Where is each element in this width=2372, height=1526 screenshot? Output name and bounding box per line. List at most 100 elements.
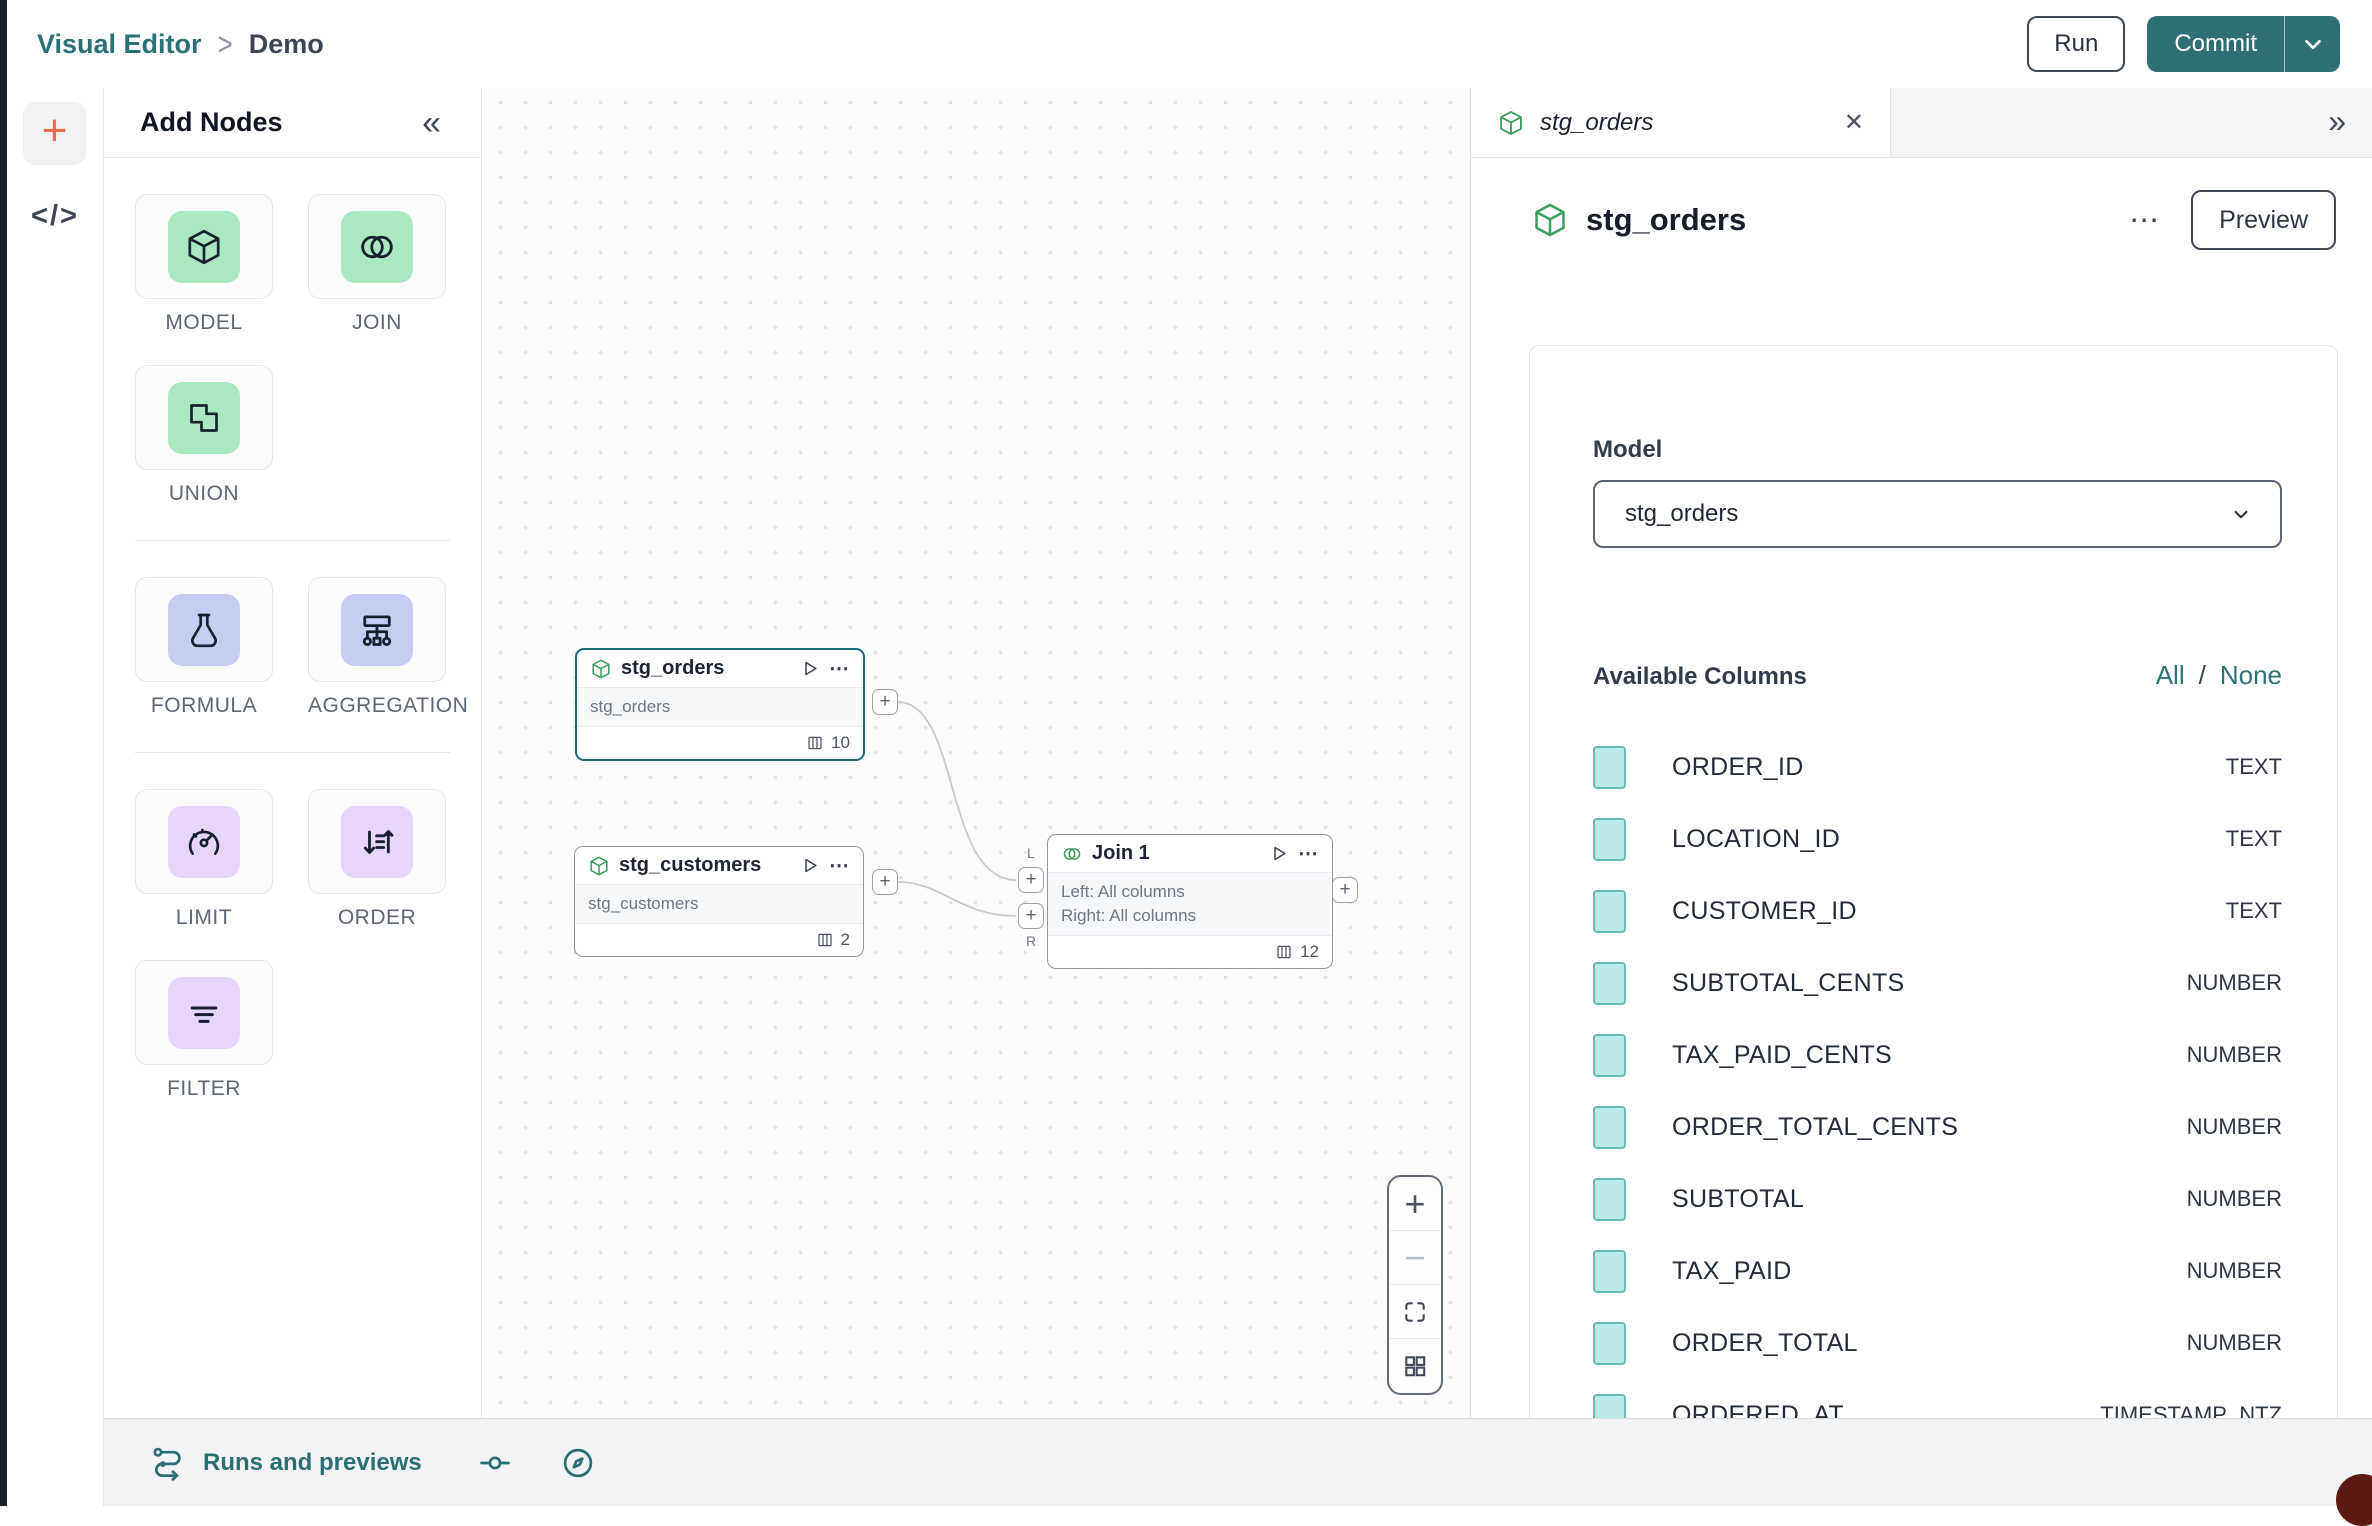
column-checkbox[interactable] <box>1593 818 1626 861</box>
canvas-node-stg-customers[interactable]: stg_customers ⋯ stg_customers 2 <box>574 846 864 957</box>
column-checkbox[interactable] <box>1593 1106 1626 1149</box>
breadcrumb: Visual Editor > Demo <box>37 29 324 60</box>
compass-icon[interactable] <box>560 1445 596 1481</box>
commit-dropdown-button[interactable] <box>2284 16 2340 72</box>
canvas-node-join-1[interactable]: Join 1 ⋯ Left: All columns Right: All co… <box>1047 834 1333 969</box>
runs-and-previews-label[interactable]: Runs and previews <box>203 1449 422 1477</box>
column-type: NUMBER <box>2187 1114 2282 1140</box>
commit-button[interactable]: Commit <box>2147 16 2284 72</box>
code-view-icon[interactable]: </> <box>7 200 103 233</box>
output-port-stg-customers[interactable]: + <box>872 869 898 895</box>
flow-canvas[interactable]: stg_orders ⋯ stg_orders 10 stg_customers… <box>482 88 1470 1418</box>
join-circles-icon <box>1061 843 1083 865</box>
join-right-port-label: R <box>1026 933 1036 949</box>
join-right-config: Right: All columns <box>1061 904 1319 928</box>
breadcrumb-page-title: Demo <box>249 29 324 60</box>
node-group-sources: MODEL JOIN UNION <box>104 158 481 540</box>
close-icon[interactable]: ✕ <box>1844 108 1864 137</box>
columns-icon <box>1275 943 1293 961</box>
commit-split-button: Commit <box>2147 16 2340 72</box>
runs-route-icon[interactable] <box>150 1445 186 1481</box>
column-checkbox[interactable] <box>1593 1034 1626 1077</box>
hierarchy-icon <box>341 594 413 666</box>
zoom-out-button[interactable]: − <box>1389 1231 1441 1285</box>
node-type-label: UNION <box>135 482 273 506</box>
tab-title: stg_orders <box>1540 109 1653 137</box>
chat-bubble[interactable] <box>2336 1474 2372 1526</box>
expand-panel-icon[interactable]: » <box>2328 103 2346 140</box>
zoom-in-button[interactable]: + <box>1389 1177 1441 1231</box>
git-commit-icon[interactable] <box>478 1446 512 1480</box>
node-menu-icon[interactable]: ⋯ <box>829 856 850 876</box>
fit-view-button[interactable] <box>1389 1285 1441 1339</box>
column-row: TAX_PAID_CENTS NUMBER <box>1593 1019 2282 1091</box>
breadcrumb-visual-editor[interactable]: Visual Editor <box>37 29 202 60</box>
column-type: NUMBER <box>2187 1330 2282 1356</box>
column-checkbox[interactable] <box>1593 1394 1626 1419</box>
output-port-join[interactable]: + <box>1332 877 1358 903</box>
node-type-model[interactable] <box>135 194 273 299</box>
column-name: SUBTOTAL_CENTS <box>1672 969 1905 998</box>
inspector-panel: stg_orders ✕ » stg_orders ⋯ Preview Mode… <box>1470 88 2372 1418</box>
node-type-union[interactable] <box>135 365 273 470</box>
play-icon[interactable] <box>799 658 820 679</box>
node-type-label: AGGREGATION <box>308 694 446 718</box>
column-name: TAX_PAID_CENTS <box>1672 1041 1892 1070</box>
column-row: ORDER_TOTAL NUMBER <box>1593 1307 2282 1379</box>
select-all-link[interactable]: All <box>2156 660 2185 691</box>
play-icon[interactable] <box>799 855 820 876</box>
node-type-aggregation[interactable] <box>308 577 446 682</box>
column-checkbox[interactable] <box>1593 1178 1626 1221</box>
collapse-panel-icon[interactable]: « <box>422 106 441 140</box>
node-type-formula[interactable] <box>135 577 273 682</box>
column-checkbox[interactable] <box>1593 1250 1626 1293</box>
canvas-node-stg-orders[interactable]: stg_orders ⋯ stg_orders 10 <box>575 648 865 761</box>
select-none-link[interactable]: None <box>2220 660 2282 691</box>
node-type-label: JOIN <box>308 311 446 335</box>
grid-layout-button[interactable] <box>1389 1339 1441 1393</box>
column-row: ORDERED_AT TIMESTAMP_NTZ <box>1593 1379 2282 1418</box>
node-type-label: FILTER <box>135 1077 273 1101</box>
node-type-join[interactable] <box>308 194 446 299</box>
node-menu-icon[interactable]: ⋯ <box>1298 844 1319 864</box>
preview-button[interactable]: Preview <box>2191 190 2336 250</box>
tab-stg-orders[interactable]: stg_orders ✕ <box>1471 88 1891 157</box>
column-checkbox[interactable] <box>1593 962 1626 1005</box>
add-node-rail-button[interactable]: + <box>23 102 86 165</box>
join-right-input-port[interactable]: + <box>1018 903 1044 929</box>
node-type-filter[interactable] <box>135 960 273 1065</box>
join-left-input-port[interactable]: + <box>1018 867 1044 893</box>
node-menu-icon[interactable]: ⋯ <box>829 659 850 679</box>
cube-icon <box>1531 201 1569 239</box>
column-row: LOCATION_ID TEXT <box>1593 803 2282 875</box>
run-button[interactable]: Run <box>2027 16 2125 72</box>
model-select[interactable]: stg_orders <box>1593 480 2282 548</box>
column-checkbox[interactable] <box>1593 890 1626 933</box>
node-title: stg_orders <box>621 657 790 680</box>
cube-icon <box>590 658 612 680</box>
breadcrumb-separator: > <box>218 25 233 64</box>
inspector-tabstrip: stg_orders ✕ » <box>1471 88 2372 158</box>
column-checkbox[interactable] <box>1593 746 1626 789</box>
bottom-status-bar: Runs and previews <box>104 1418 2372 1506</box>
node-subtitle: stg_customers <box>588 892 850 916</box>
output-port-stg-orders[interactable]: + <box>872 689 898 715</box>
top-header: Visual Editor > Demo Run Commit <box>7 0 2372 88</box>
node-type-label: ORDER <box>308 906 446 930</box>
column-checkbox[interactable] <box>1593 1322 1626 1365</box>
model-field-label: Model <box>1593 436 2282 464</box>
node-subtitle: stg_orders <box>590 695 850 719</box>
gauge-icon <box>168 806 240 878</box>
node-type-label: LIMIT <box>135 906 273 930</box>
column-type: NUMBER <box>2187 970 2282 996</box>
columns-icon <box>816 931 834 949</box>
available-columns-title: Available Columns <box>1593 663 1807 691</box>
node-config-card: Model stg_orders Available Columns All /… <box>1529 345 2338 1418</box>
node-type-limit[interactable] <box>135 789 273 894</box>
column-type: TIMESTAMP_NTZ <box>2100 1402 2282 1418</box>
node-type-order[interactable] <box>308 789 446 894</box>
play-icon[interactable] <box>1268 843 1289 864</box>
more-options-icon[interactable]: ⋯ <box>2129 203 2161 238</box>
column-type: NUMBER <box>2187 1186 2282 1212</box>
column-row: SUBTOTAL_CENTS NUMBER <box>1593 947 2282 1019</box>
